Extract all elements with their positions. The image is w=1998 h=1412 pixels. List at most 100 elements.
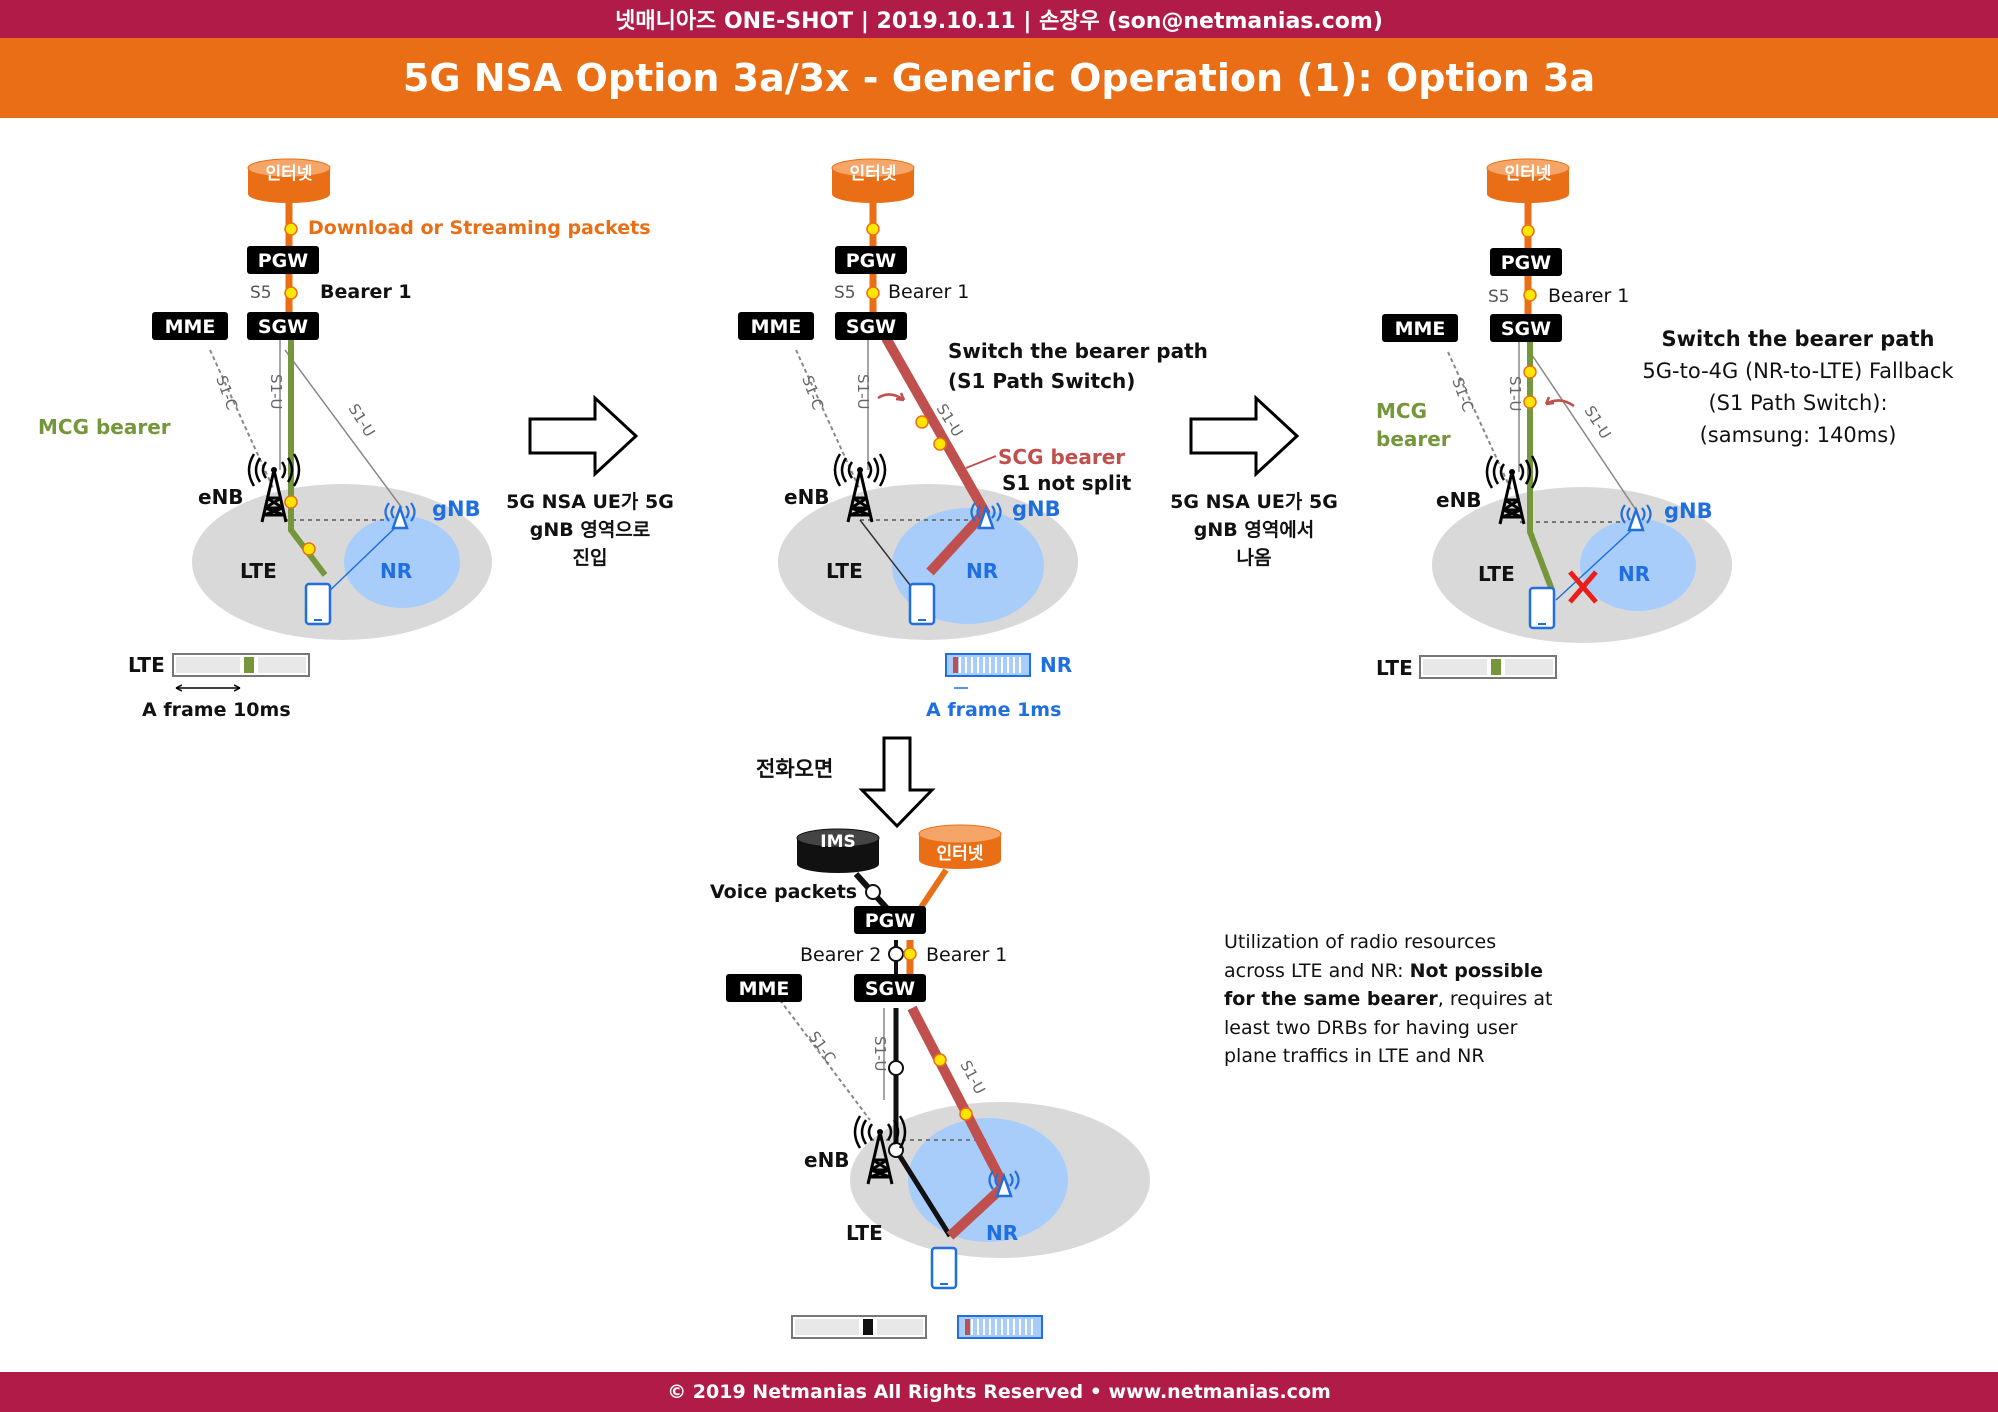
internet-cylinder: 인터넷 [247,158,331,203]
fallback-title: Switch the bearer path [1662,327,1935,351]
ims-label: IMS [820,832,856,852]
panel-3-nr-to-lte-fallback: 인터넷 PGW SGW MME S5 Bearer 1 S1-C S1-U S1… [1376,158,1954,680]
lte-frame-caption: A frame 10ms [142,699,291,721]
arrow1-line2: gNB 영역으로 [530,519,651,541]
lte-cell-label: LTE [240,559,277,583]
pgw-box: PGW [247,246,319,274]
s1u-label: S1-U [267,374,285,409]
lte-frame-bar [1419,655,1557,679]
transition-arrow-1: 5G NSA UE가 5G gNB 영역으로 진입 [506,394,674,569]
nr-frame-label: NR [1040,653,1072,677]
s1c-label: S1-C [1448,375,1477,414]
mme-label: MME [165,316,216,338]
mme-label: MME [1395,318,1446,340]
download-label: Download or Streaming packets [308,217,651,239]
enb-label: eNB [784,485,830,509]
lte-cell-label: LTE [846,1221,883,1245]
sgw-label: SGW [846,316,896,338]
call-trigger-label: 전화오면 [756,757,833,781]
mme-label: MME [751,316,802,338]
s1u-gnb-label: S1-U [345,401,379,441]
diagram-canvas: 인터넷 PGW SGW MME S5 Bearer 1 Download or … [38,158,1954,1339]
bearer1-label: Bearer 1 [320,281,412,303]
sgw-label: SGW [258,316,308,338]
header-info-bar: 넷매니아즈 ONE-SHOT | 2019.10.11 | 손장우 (son@n… [0,0,1998,38]
header-info-text: 넷매니아즈 ONE-SHOT | 2019.10.11 | 손장우 (son@n… [615,9,1383,34]
pgw-box: PGW [835,246,907,274]
enb-label: eNB [1436,488,1482,512]
s1u-gnb-label: S1-U [956,1057,989,1097]
lte-frame-bar [172,653,310,677]
page-title-bar: 5G NSA Option 3a/3x - Generic Operation … [0,38,1998,118]
s5-label: S5 [1488,287,1510,307]
fallback-line3: (samsung: 140ms) [1700,423,1897,447]
arrow2-line1: 5G NSA UE가 5G [1170,491,1338,513]
nr-cell-label: NR [966,559,998,583]
s1c-label: S1-C [212,373,241,412]
arrow1-line3: 진입 [573,547,608,569]
bearer1-label: Bearer 1 [926,944,1007,966]
mme-box: MME [1382,314,1458,342]
sgw-box: SGW [835,312,907,340]
footer-text: © 2019 Netmanias All Rights Reserved • w… [667,1381,1331,1403]
gnb-label: gNB [1664,499,1713,523]
sgw-label: SGW [1501,318,1551,340]
s5-label: S5 [834,283,856,303]
nr-cell-label: NR [380,559,412,583]
lte-frame-bar [791,1315,927,1339]
bearer2-label: Bearer 2 [800,944,881,966]
mme-box: MME [738,312,814,340]
mme-box: MME [152,312,228,340]
mcg-label-line2: bearer [1376,427,1451,451]
pgw-label: PGW [258,250,309,272]
internet-label: 인터넷 [937,844,984,864]
nr-cell-label: NR [1618,562,1650,586]
pgw-label: PGW [865,910,916,932]
s5-label: S5 [250,283,272,303]
scg-bearer-label: SCG bearer [998,445,1125,469]
nr-frame-caption: A frame 1ms [926,699,1061,721]
lte-cell-label: LTE [826,559,863,583]
sgw-box: SGW [854,974,926,1002]
ims-cylinder: IMS [796,828,880,873]
pgw-box: PGW [1490,248,1562,276]
nr-frame-bar [957,1315,1043,1339]
note-text-2: , requires at least two DRBs for having … [1224,988,1553,1067]
s1c-label: S1-C [798,373,827,412]
internet-cylinder: 인터넷 [831,158,915,203]
lte-cell-label: LTE [1478,562,1515,586]
link-broken-icon [1568,570,1598,604]
note-text-1: Utilization of radio resources across LT… [1224,931,1497,982]
page-title: 5G NSA Option 3a/3x - Generic Operation … [402,56,1596,100]
note-text-bold: Not possible for the same bearer [1224,959,1544,1011]
arrow2-line2: gNB 영역에서 [1194,519,1315,541]
lte-frame-label: LTE [128,653,165,677]
internet-label: 인터넷 [850,164,897,184]
panel-4-voice-call: 전화오면 IMS 인터넷 Voice packets Bearer 2 Bear… [710,736,1150,1339]
s1u-label: S1-U [871,1036,889,1071]
sgw-box: SGW [1490,314,1562,342]
s1c-label: S1-C [805,1028,840,1067]
mme-box: MME [726,974,802,1002]
gnb-label: gNB [432,497,481,521]
sgw-label: SGW [865,978,915,1000]
footer-bar: © 2019 Netmanias All Rights Reserved • w… [0,1372,1998,1412]
transition-arrow-2: 5G NSA UE가 5G gNB 영역에서 나옴 [1170,394,1338,569]
pgw-label: PGW [846,250,897,272]
voice-packets-label: Voice packets [710,881,857,903]
pgw-box: PGW [854,906,926,934]
bearer1-label: Bearer 1 [1548,285,1629,307]
mcg-bearer-label: MCG bearer [38,415,171,439]
nr-cell-label: NR [986,1221,1018,1245]
enb-label: eNB [198,485,244,509]
enb-label: eNB [804,1148,850,1172]
radio-resource-note: Utilization of radio resources across LT… [1224,928,1554,1071]
panel-1-lte-only: 인터넷 PGW SGW MME S5 Bearer 1 Download or … [38,158,651,721]
mcg-label-line1: MCG [1376,399,1427,423]
internet-label: 인터넷 [266,164,313,184]
nr-frame-bar [945,653,1031,677]
mme-label: MME [739,978,790,1000]
s1u-label: S1-U [1506,376,1524,411]
arrow1-line1: 5G NSA UE가 5G [506,491,674,513]
internet-cylinder: 인터넷 [1486,158,1570,203]
